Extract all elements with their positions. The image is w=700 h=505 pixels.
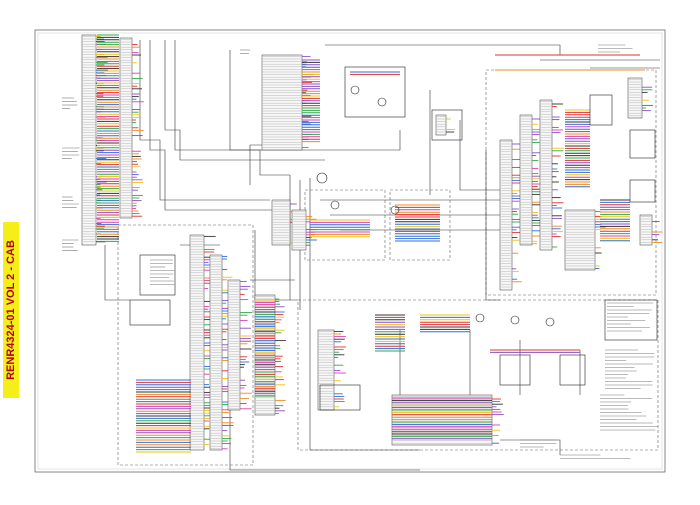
connector-block [81, 34, 97, 246]
symbol-clusters [129, 66, 658, 411]
relay-symbol [377, 97, 387, 107]
motor-symbol [330, 200, 340, 210]
connector-block [639, 214, 653, 246]
module-box [319, 384, 361, 411]
legend-box [604, 299, 658, 341]
region-lower-left [117, 224, 254, 466]
motor-symbol [510, 315, 520, 325]
connector-block [627, 77, 643, 119]
module-box [559, 354, 586, 386]
module-box [129, 299, 171, 326]
connector-block [291, 209, 307, 251]
connector-block [435, 114, 447, 136]
connector-box [431, 109, 463, 141]
connector-block [317, 329, 335, 411]
volume-label: RENR4324-01 VOL 2 - CAB [5, 240, 17, 380]
region-center-b [389, 189, 451, 261]
motor-symbol [390, 205, 400, 215]
generated-components [62, 34, 663, 459]
connector-block [119, 37, 133, 219]
motor-symbol [475, 313, 485, 323]
module-box [629, 129, 656, 159]
drawing-border [34, 29, 666, 473]
connector-block [499, 139, 513, 291]
module-box [589, 94, 613, 126]
volume-side-tab: RENR4324-01 VOL 2 - CAB [3, 222, 19, 398]
drawing-inner-border [37, 32, 663, 470]
connector-box [344, 66, 406, 118]
connector-block [539, 99, 553, 251]
region-bottom-center [297, 299, 659, 451]
motor-symbol [545, 317, 555, 327]
module-box [499, 354, 531, 386]
connector-block [261, 54, 303, 151]
module-box [139, 254, 176, 296]
wire-routes [104, 40, 660, 471]
module-box [629, 179, 656, 203]
relay-symbol [350, 85, 360, 95]
connector-block [189, 234, 205, 451]
motor-symbol [316, 172, 328, 184]
